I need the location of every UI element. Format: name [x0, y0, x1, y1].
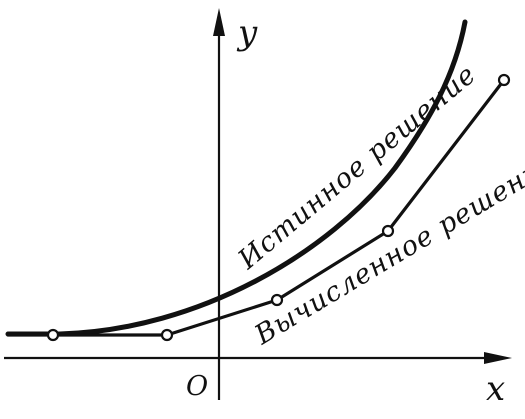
computed-node: [46, 328, 60, 342]
computed-solution-curve: [6, 78, 506, 337]
origin-label: O: [186, 371, 208, 402]
x-axis-label: x: [486, 369, 505, 409]
true-solution-curve: [5, 19, 468, 337]
computed-node: [497, 73, 511, 87]
computed-node: [160, 328, 174, 342]
computed-node: [270, 293, 284, 307]
true-solution-label: Истинное решение: [232, 59, 483, 276]
y-axis-arrow: [213, 8, 225, 36]
y-axis-label: y: [236, 13, 258, 53]
x-axis-arrow: [484, 352, 512, 364]
computed-node: [381, 224, 395, 238]
